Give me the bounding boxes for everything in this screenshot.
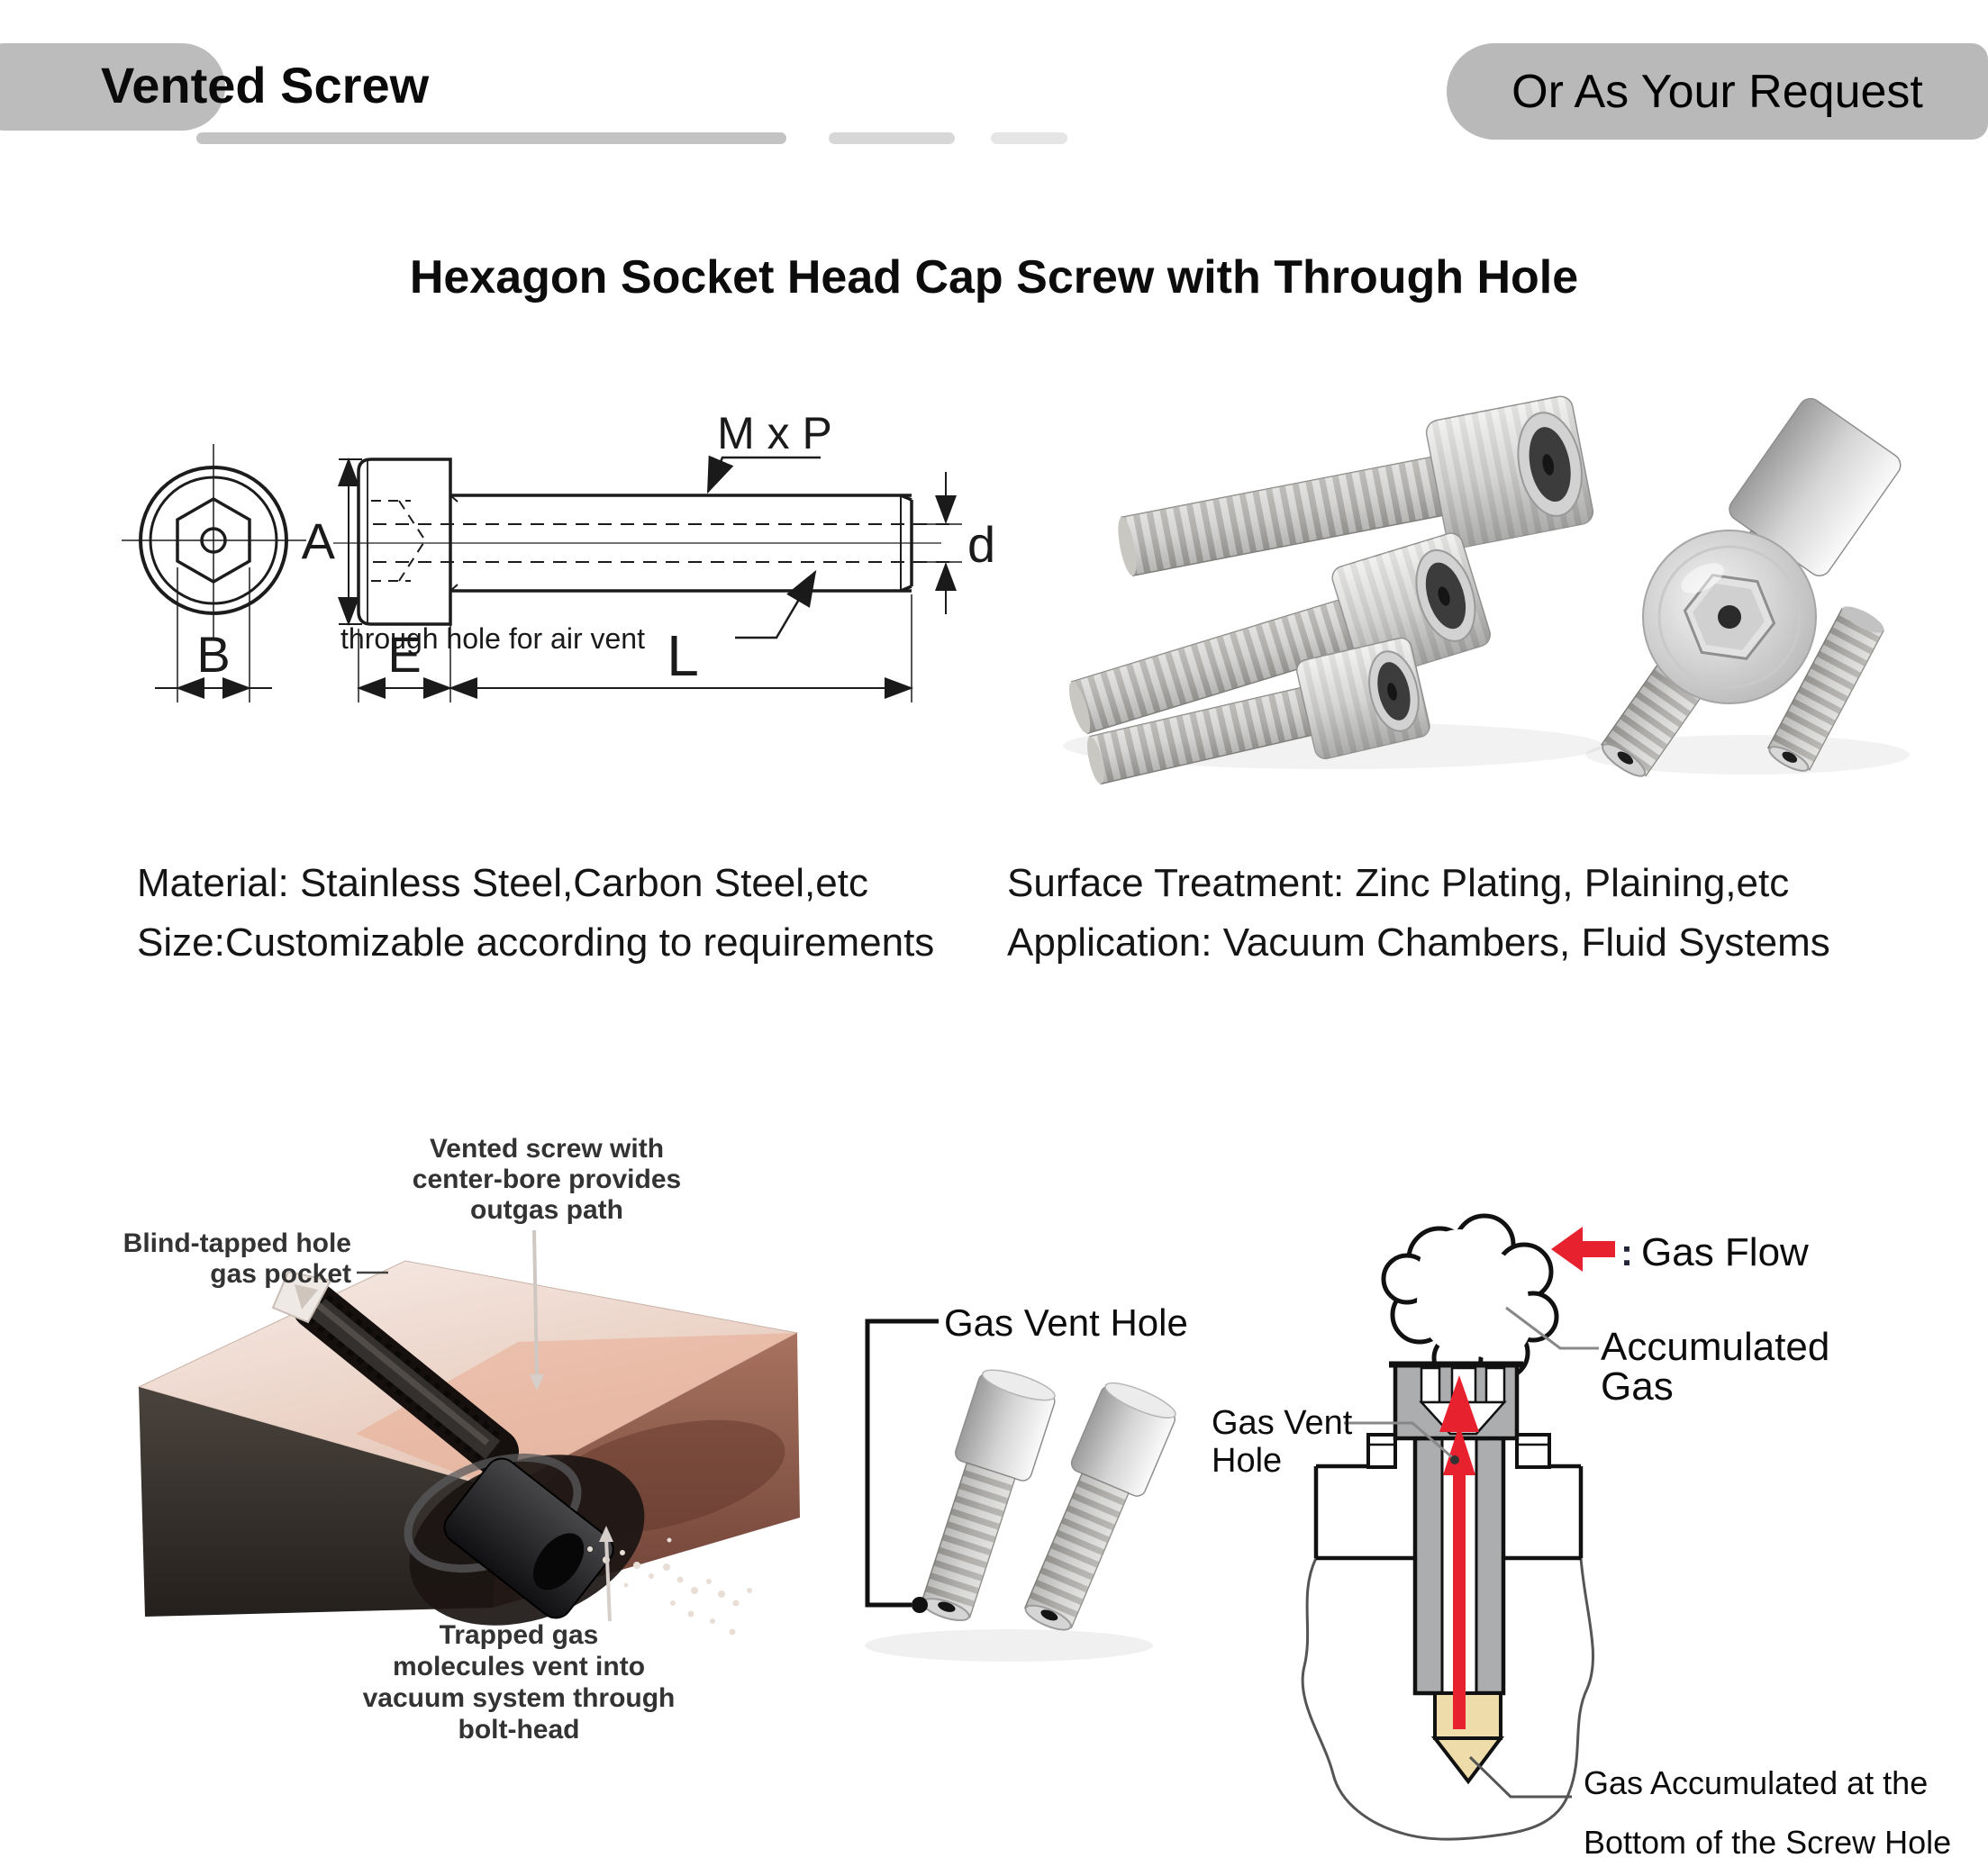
callout-bottom-line3: vacuum system through (363, 1683, 676, 1713)
screw-photo-2 (1068, 532, 1491, 735)
technical-drawing: B (122, 408, 995, 702)
spec-surface: Surface Treatment: Zinc Plating, Plainin… (1007, 861, 1790, 905)
callout-top-line1: Vented screw with (430, 1134, 664, 1164)
vent-hole-leader-dot (1450, 1455, 1459, 1464)
callout-top-line2: center-bore provides (413, 1165, 681, 1194)
spec-right-column: Surface Treatment: Zinc Plating, Plainin… (1007, 854, 1830, 973)
screw-side-view (333, 455, 962, 702)
dim-label-e: E (387, 626, 421, 683)
screw-cross-section (1301, 1361, 1594, 1841)
hex-socket-outline (176, 496, 251, 585)
vent-hole-icon (1718, 605, 1741, 629)
up-arrow-icon (599, 1526, 613, 1542)
callout-left-line1: Blind-tapped hole (123, 1228, 351, 1258)
screw-photo-6-stud (1766, 606, 1884, 772)
screw-photo-3 (1087, 637, 1430, 785)
bolt-head (443, 1457, 614, 1619)
spec-size: Size:Customizable according to requireme… (137, 920, 935, 965)
dim-label-a: A (302, 512, 336, 569)
header-divider-dash-2 (991, 132, 1067, 144)
vent-hole-icon (1040, 1609, 1058, 1621)
callout-dot (912, 1597, 928, 1613)
left-arrow-icon (1551, 1227, 1615, 1272)
header-divider-dash-1 (829, 132, 955, 144)
accumulated-leader (1505, 1306, 1599, 1350)
request-banner-label: Or As Your Request (1511, 65, 1923, 118)
vent-hole-icon (1782, 751, 1798, 763)
callout-bottom-line1: Trapped gas (440, 1620, 599, 1650)
section-title: Hexagon Socket Head Cap Screw with Throu… (409, 251, 1579, 304)
break-line (1301, 1557, 1594, 1841)
vent-hole-outline (200, 527, 227, 554)
vent-hole-leader (1344, 1421, 1453, 1459)
vent-hole-photo: Gas Vent Hole (865, 1301, 1188, 1662)
dim-label-l: L (667, 623, 699, 688)
vent-hole-callout-line2: Hole (1212, 1442, 1282, 1480)
legend-gas-flow: Gas Flow (1641, 1230, 1809, 1274)
dim-label-d: d (967, 516, 995, 573)
vent-hole-callout-line1: Gas Vent (1212, 1404, 1353, 1442)
page-title: Vented Screw (101, 57, 430, 113)
embedded-vented-screw (271, 1270, 752, 1636)
vent-screw-2 (1023, 1382, 1176, 1631)
legend-colon: : (1620, 1231, 1633, 1273)
bottom-note-line1: Gas Accumulated at the (1584, 1764, 1928, 1801)
vent-hole-icon (1617, 751, 1634, 765)
gas-flow-diagram: : Gas Flow Accumulated Gas (1212, 1213, 1951, 1858)
screw-head-outline (357, 458, 452, 626)
callout-left-line2: gas pocket (210, 1259, 351, 1289)
block-callouts: Vented screw with center-bore provides o… (123, 1134, 682, 1745)
callout-bottom-line4: bolt-head (458, 1715, 580, 1745)
accumulated-line2: Gas (1601, 1364, 1674, 1409)
callout-top-line3: outgas path (470, 1195, 623, 1225)
screw-front-view (122, 444, 306, 702)
bottom-note-line2: Bottom of the Screw Hole (1584, 1824, 1951, 1858)
product-photo (1063, 395, 1910, 785)
through-hole-bore-lines (373, 523, 955, 563)
gas-flow-arrow (1439, 1375, 1479, 1729)
thread-spec-label: M x P (717, 408, 832, 458)
vent-hole-icon (938, 1601, 956, 1612)
through-hole-label: through hole for air vent (340, 622, 645, 655)
hidden-socket-lines (371, 500, 426, 582)
header-divider-bar (196, 132, 786, 144)
vent-hole-label: Gas Vent Hole (944, 1301, 1188, 1344)
cutaway-block-illustration: Vented screw with center-bore provides o… (123, 1134, 800, 1745)
dim-label-b: B (196, 626, 230, 683)
callout-bracket (865, 1319, 939, 1608)
header-title-pill (0, 43, 225, 131)
callout-bottom-line2: molecules vent into (393, 1652, 645, 1681)
screw-photo-1 (1118, 395, 1594, 577)
accumulated-line1: Accumulated (1601, 1325, 1829, 1369)
spec-application: Application: Vacuum Chambers, Fluid Syst… (1007, 920, 1830, 965)
spec-left-column: Material: Stainless Steel,Carbon Steel,e… (137, 854, 934, 973)
screw-photo-5-head-on (1642, 530, 1817, 704)
bottom-note-leader (1468, 1755, 1572, 1799)
vent-screw-1 (921, 1369, 1056, 1622)
down-arrow-icon (530, 1374, 544, 1391)
request-banner: Or As Your Request (1447, 43, 1988, 140)
spec-material: Material: Stainless Steel,Carbon Steel,e… (137, 861, 868, 905)
gas-pocket (1433, 1691, 1502, 1740)
